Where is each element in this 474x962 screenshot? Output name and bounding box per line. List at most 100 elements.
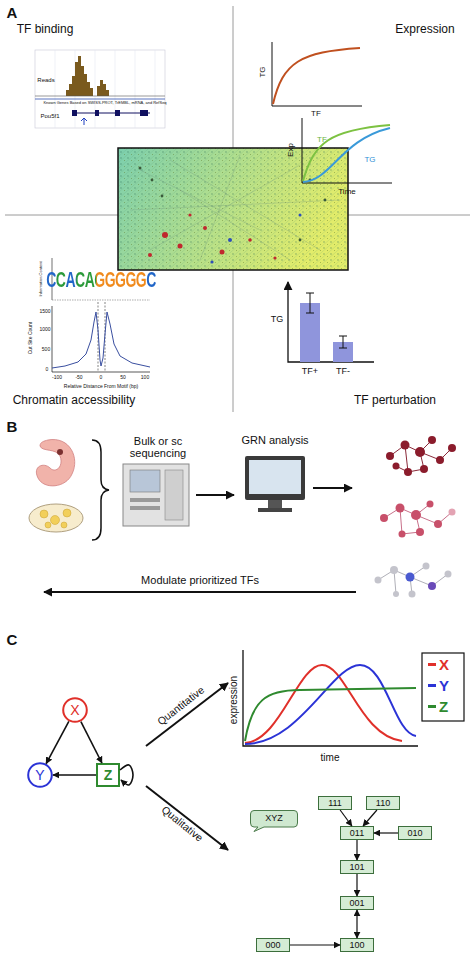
network-image xyxy=(162,232,168,238)
network-graph xyxy=(449,509,456,516)
network-graph xyxy=(396,504,405,513)
axis-title: Exp xyxy=(287,143,296,157)
network-graph xyxy=(427,501,434,508)
quadrant-title: Expression xyxy=(395,23,454,36)
bar-chart xyxy=(288,282,374,362)
genome-track xyxy=(97,86,100,96)
network-graph xyxy=(434,520,442,528)
network-image xyxy=(220,250,225,255)
node-text: 011 xyxy=(350,829,364,838)
network-image xyxy=(273,256,276,259)
genome-track xyxy=(103,84,106,96)
genome-track xyxy=(75,62,78,96)
culture-dish xyxy=(29,504,83,532)
tick-label: -100 xyxy=(52,375,62,381)
connector-arrow xyxy=(356,840,357,860)
bubble-outline xyxy=(251,811,298,832)
time-course-plot xyxy=(303,125,390,181)
network-graph xyxy=(416,528,424,536)
tick-label: 1000 xyxy=(39,327,50,333)
state-box: 100 xyxy=(340,938,374,952)
node-text: 100 xyxy=(349,941,364,950)
dose-response-plot xyxy=(272,42,362,106)
network-graph xyxy=(445,571,452,578)
network-image xyxy=(140,170,260,230)
network-graph xyxy=(386,452,394,460)
step-label: GRN analysis xyxy=(241,434,308,446)
bar-chart xyxy=(306,293,314,313)
sequencer-illustration xyxy=(130,470,160,492)
network-graph xyxy=(399,531,406,538)
genome-track xyxy=(35,99,165,100)
network-graph xyxy=(386,436,456,476)
genome-track xyxy=(72,113,150,114)
network-graph xyxy=(448,444,456,452)
axis-title: Relative Distance From Motif (bp) xyxy=(64,384,138,390)
sequencer-illustration xyxy=(130,498,160,502)
network-graph xyxy=(380,514,388,522)
network-image xyxy=(150,165,300,250)
network-image xyxy=(210,260,213,263)
tick-label: 50 xyxy=(120,375,126,381)
gene-node: Z xyxy=(96,763,120,787)
network-image xyxy=(324,199,327,202)
bar-chart xyxy=(288,282,374,362)
network-image xyxy=(139,167,142,170)
network-image xyxy=(178,244,183,249)
brace xyxy=(92,440,109,540)
genome-track xyxy=(72,110,77,116)
quadrant-title: TF perturbation xyxy=(354,394,436,407)
gene-node: Y xyxy=(27,762,53,788)
connector-arrow xyxy=(363,810,377,826)
legend-text: X xyxy=(439,656,449,673)
network-graph xyxy=(436,456,444,464)
embryo-illustration xyxy=(36,440,74,486)
genome-track xyxy=(72,110,148,116)
state-box: 000 xyxy=(256,938,290,952)
axis-title: TF xyxy=(311,110,321,119)
culture-dish xyxy=(29,504,83,532)
sequencer-illustration xyxy=(123,464,189,526)
genome-track xyxy=(115,110,120,116)
connector-arrow xyxy=(356,874,357,896)
network-graph xyxy=(409,591,416,598)
dose-response-plot xyxy=(272,42,362,106)
node-text: 010 xyxy=(407,829,422,838)
genome-track xyxy=(66,90,69,96)
network-image xyxy=(200,155,240,260)
axis-title: Time xyxy=(338,188,355,197)
expression-chart xyxy=(243,650,418,746)
connector-arrow xyxy=(46,721,69,763)
node-text: 110 xyxy=(376,799,390,808)
network-image xyxy=(203,226,207,230)
genome-track xyxy=(81,66,84,96)
network-image xyxy=(130,155,340,260)
genome-track xyxy=(95,50,96,128)
culture-dish xyxy=(40,510,48,518)
genome-track xyxy=(135,50,136,128)
speech-bubble: XYZ xyxy=(250,810,298,832)
panel-letter: A xyxy=(7,5,18,22)
axis-title: TG xyxy=(259,66,268,77)
network-image xyxy=(130,200,340,210)
axis-title: TG xyxy=(271,315,284,325)
circle-outline xyxy=(28,763,52,787)
node-text: X xyxy=(70,703,79,717)
node-text: Z xyxy=(104,768,113,782)
tick-label: 1500 xyxy=(39,309,50,315)
state-box: 011 xyxy=(340,826,374,840)
feedback-arrow xyxy=(44,591,356,593)
network-graph xyxy=(401,441,410,450)
node-text: 101 xyxy=(349,863,364,872)
network-image xyxy=(161,195,164,198)
tick-label: 500 xyxy=(42,347,50,353)
cut-site-plot xyxy=(52,300,150,301)
genome-track xyxy=(69,84,72,96)
step-label: Modulate prioritized TFs xyxy=(141,574,259,586)
connector-arrow xyxy=(374,832,398,833)
connector-arrow xyxy=(356,910,357,938)
genome-track xyxy=(100,80,103,96)
genome-track xyxy=(78,56,81,96)
